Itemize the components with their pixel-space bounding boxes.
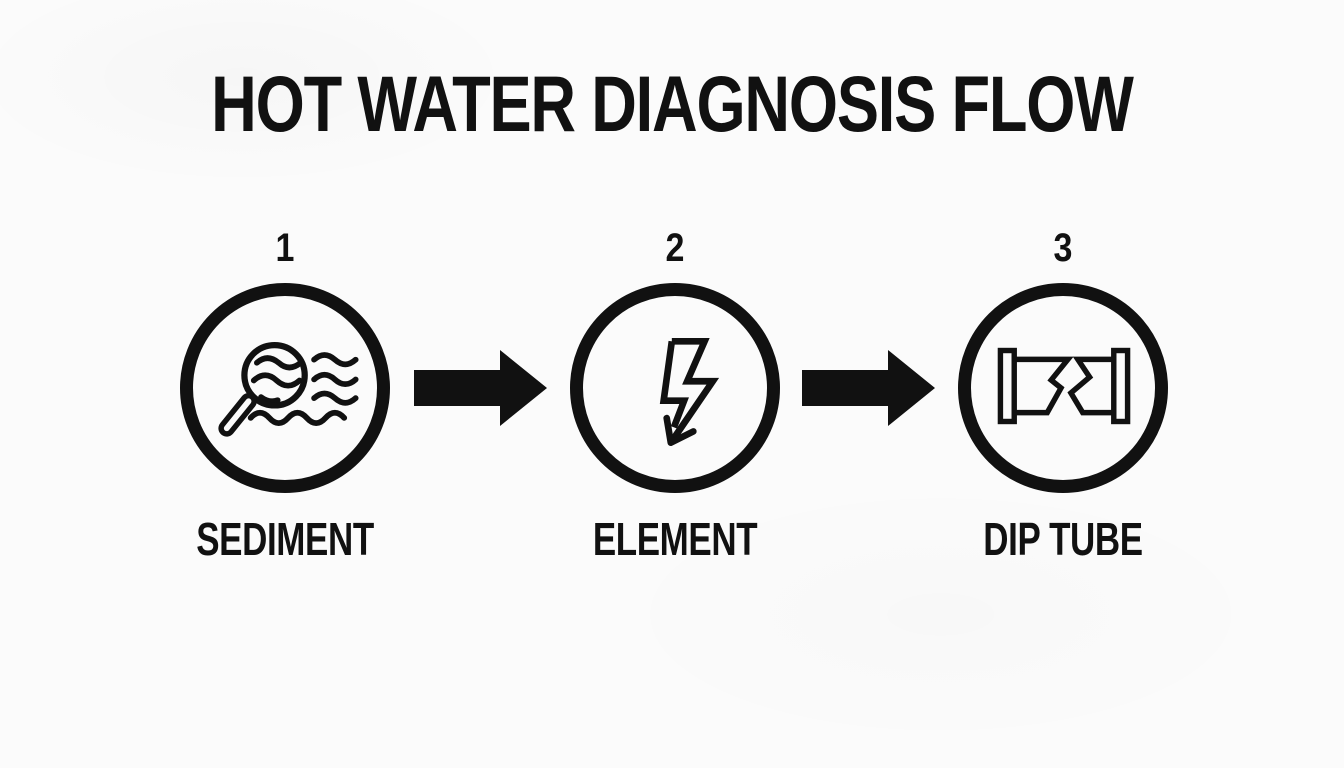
diagram-title-text: HOT WATER DIAGNOSIS FLOW xyxy=(211,59,1134,148)
step-circle xyxy=(958,283,1168,493)
step-dip-tube: 3 DIP TUBE xyxy=(958,228,1168,588)
step-circle xyxy=(570,283,780,493)
arrow-right-icon xyxy=(802,350,935,426)
arrow-right-icon xyxy=(414,350,547,426)
broken-pipe-icon xyxy=(997,347,1131,425)
step-element: 2 ELEMENT xyxy=(570,228,780,588)
step-label: SEDIMENT xyxy=(196,513,374,565)
step-label: ELEMENT xyxy=(592,513,758,565)
step-number: 2 xyxy=(665,226,685,270)
step-sediment: 1 SEDIMENT xyxy=(180,228,390,588)
step-number: 1 xyxy=(275,226,295,270)
step-label: DIP TUBE xyxy=(983,513,1143,565)
lightning-bolt-arrow-icon xyxy=(659,337,720,447)
diagram-title: HOT WATER DIAGNOSIS FLOW xyxy=(0,64,1344,143)
step-circle xyxy=(180,283,390,493)
step-number: 3 xyxy=(1053,226,1073,270)
magnifier-sediment-icon xyxy=(218,342,359,437)
